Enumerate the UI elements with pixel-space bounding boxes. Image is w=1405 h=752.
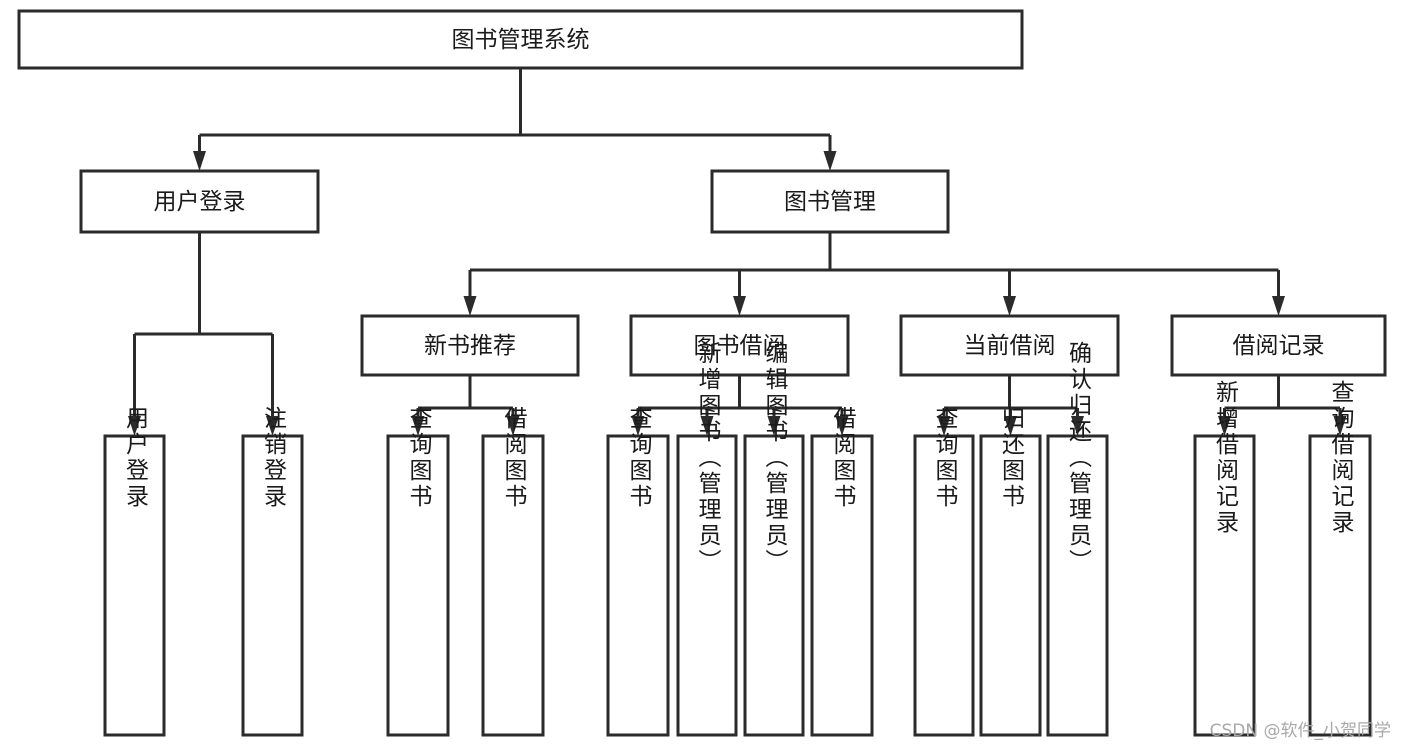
node-leaf-return-book[interactable]: 归还图书 [979,406,1042,737]
node-borrow-record[interactable]: 借阅记录 [1170,314,1387,377]
node-box-leaf-user-login[interactable] [103,434,166,737]
node-box-leaf-add-book[interactable] [676,434,738,737]
node-label-leaf-add-book: 新增图书（管理员） [694,341,722,575]
node-current-borrow[interactable]: 当前借阅 [899,314,1120,377]
node-label-current-borrow: 当前借阅 [964,333,1056,359]
node-box-leaf-add-record[interactable] [1193,434,1256,737]
node-leaf-edit-book[interactable]: 编辑图书（管理员） [743,341,805,737]
arrow-head-book-manage [823,151,837,171]
node-leaf-add-record[interactable]: 新增借阅记录 [1193,380,1256,737]
node-label-new-book-recommend: 新书推荐 [424,333,516,359]
arrow-head-current-borrow [1003,296,1016,316]
node-label-leaf-query-record: 查询借阅记录 [1327,380,1355,536]
node-leaf-user-logout[interactable]: 注销登录 [241,406,304,737]
node-box-leaf-borrow-book-2[interactable] [810,434,874,737]
node-user-login[interactable]: 用户登录 [79,169,320,234]
arrow-head-leaf-borrow-book-2 [835,416,849,436]
arrow-head-leaf-add-record [1218,416,1231,436]
node-leaf-add-book[interactable]: 新增图书（管理员） [676,341,738,737]
arrow-head-leaf-query-book-1 [411,416,425,436]
node-label-book-borrow: 图书借阅 [694,333,786,359]
node-label-borrow-record: 借阅记录 [1233,333,1325,359]
arrow-head-leaf-edit-book [767,416,781,436]
node-box-book-borrow[interactable] [629,314,850,377]
node-box-root[interactable] [17,9,1024,70]
node-label-book-manage: 图书管理 [784,189,876,215]
edge-group-borrow-record [1218,375,1347,436]
arrow-head-leaf-user-logout [266,416,279,436]
node-leaf-borrow-book-1[interactable]: 借阅图书 [481,406,545,737]
node-box-leaf-borrow-book-1[interactable] [481,434,545,737]
node-box-leaf-return-book[interactable] [979,434,1042,737]
node-label-leaf-borrow-book-2: 借阅图书 [829,406,857,510]
node-box-new-book-recommend[interactable] [360,314,580,377]
arrow-head-user-login [193,151,206,171]
node-box-leaf-user-logout[interactable] [241,434,304,737]
arrow-head-leaf-user-login [128,416,141,436]
node-label-leaf-query-book-3: 查询图书 [931,406,959,510]
node-layer: 图书管理系统用户登录图书管理新书推荐图书借阅当前借阅借阅记录用户登录注销登录查询… [17,9,1387,737]
node-label-leaf-user-logout: 注销登录 [260,406,288,510]
node-box-current-borrow[interactable] [899,314,1120,377]
connector-layer [128,68,1347,436]
node-label-leaf-add-record: 新增借阅记录 [1212,380,1240,536]
edge-group-root [193,68,837,171]
node-box-book-manage[interactable] [710,169,950,234]
arrow-head-leaf-return-book [1004,416,1017,436]
arrow-head-leaf-query-book-2 [631,416,645,436]
node-label-leaf-borrow-book-1: 借阅图书 [500,406,528,510]
node-box-leaf-edit-book[interactable] [743,434,805,737]
edge-group-user-login [128,232,279,436]
node-box-borrow-record[interactable] [1170,314,1387,377]
node-box-user-login[interactable] [79,169,320,234]
node-label-leaf-return-book: 归还图书 [998,406,1026,510]
node-box-leaf-query-book-3[interactable] [913,434,975,737]
arrow-head-leaf-borrow-book-1 [506,416,520,436]
arrow-head-book-borrow [733,296,746,316]
node-book-manage[interactable]: 图书管理 [710,169,950,234]
node-label-root: 图书管理系统 [452,27,590,53]
arrow-head-leaf-query-book-3 [937,416,951,436]
node-leaf-borrow-book-2[interactable]: 借阅图书 [810,406,874,737]
node-box-leaf-query-book-1[interactable] [386,434,450,737]
node-leaf-query-book-2[interactable]: 查询图书 [606,406,670,737]
arrow-head-leaf-query-record [1333,416,1347,436]
node-label-leaf-edit-book: 编辑图书（管理员） [761,341,789,575]
node-label-leaf-query-book-2: 查询图书 [625,406,653,510]
node-leaf-user-login[interactable]: 用户登录 [103,406,166,737]
arrow-head-leaf-confirm-return [1071,416,1084,436]
arrow-head-new-book-recommend [463,296,477,316]
node-leaf-query-record[interactable]: 查询借阅记录 [1308,380,1372,737]
node-new-book-recommend[interactable]: 新书推荐 [360,314,580,377]
node-leaf-confirm-return[interactable]: 确认归还（管理员） [1046,341,1109,737]
edge-group-current-borrow [937,375,1084,436]
node-root[interactable]: 图书管理系统 [17,9,1024,70]
node-book-borrow[interactable]: 图书借阅 [629,314,850,377]
node-label-user-login: 用户登录 [154,189,246,215]
node-leaf-query-book-1[interactable]: 查询图书 [386,406,450,737]
node-label-leaf-user-login: 用户登录 [122,406,150,510]
edge-group-book-borrow [631,375,849,436]
node-box-leaf-query-record[interactable] [1308,434,1372,737]
node-box-leaf-confirm-return[interactable] [1046,434,1109,737]
arrow-head-borrow-record [1272,296,1285,316]
arrow-head-leaf-add-book [700,416,714,436]
node-label-leaf-query-book-1: 查询图书 [405,406,433,510]
edge-group-new-book-recommend [411,375,520,436]
node-box-leaf-query-book-2[interactable] [606,434,670,737]
node-leaf-query-book-3[interactable]: 查询图书 [913,406,975,737]
node-label-leaf-confirm-return: 确认归还（管理员） [1065,341,1093,575]
edge-group-book-manage [463,232,1285,316]
